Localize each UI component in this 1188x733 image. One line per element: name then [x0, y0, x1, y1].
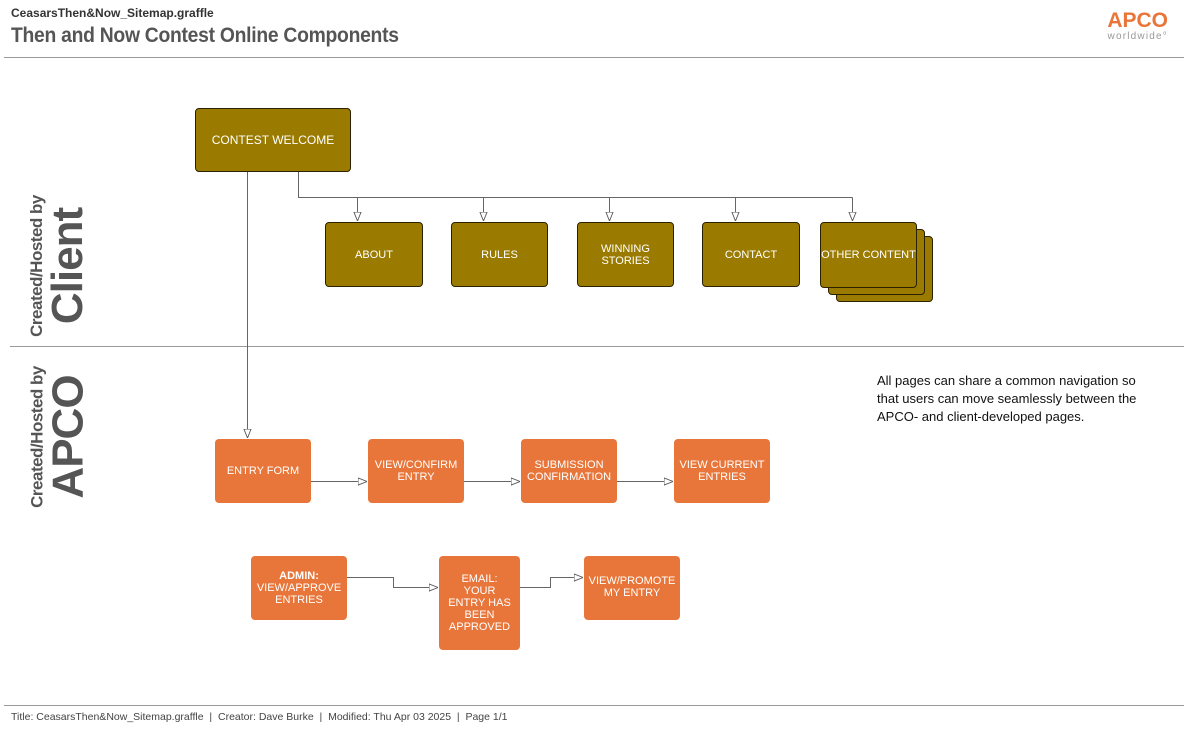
submission-confirmation-label: SUBMISSION CONFIRMATION — [526, 459, 612, 483]
header-divider — [4, 57, 1184, 58]
entry-form-node[interactable]: ENTRY FORM — [215, 439, 311, 503]
lane-divider — [10, 346, 1184, 347]
contact-node[interactable]: CONTACT — [702, 222, 800, 287]
rules-node[interactable]: RULES — [451, 222, 548, 287]
view-confirm-entry-node[interactable]: VIEW/CONFIRM ENTRY — [368, 439, 464, 503]
other-content-node[interactable]: OTHER CONTENT — [820, 222, 917, 288]
logo-tagline: worldwide° — [1107, 31, 1168, 42]
view-promote-entry-node[interactable]: VIEW/PROMOTE MY ENTRY — [584, 556, 680, 620]
contest-welcome-label: CONTEST WELCOME — [211, 133, 335, 147]
admin-label: ADMIN: — [279, 570, 319, 582]
footer-metadata: Title: CeasarsThen&Now_Sitemap.graffle |… — [11, 711, 508, 723]
entry-form-label: ENTRY FORM — [226, 465, 300, 477]
view-current-entries-node[interactable]: VIEW CURRENT ENTRIES — [674, 439, 770, 503]
view-promote-entry-label: VIEW/PROMOTE MY ENTRY — [588, 575, 676, 599]
footer-divider — [4, 705, 1184, 706]
view-confirm-entry-label: VIEW/CONFIRM ENTRY — [374, 459, 458, 483]
logo-wordmark: APCO — [1107, 9, 1168, 32]
apco-logo: APCO worldwide° — [1096, 10, 1168, 42]
about-node[interactable]: ABOUT — [325, 222, 423, 287]
contest-welcome-node[interactable]: CONTEST WELCOME — [195, 108, 351, 172]
winning-stories-label: WINNING STORIES — [601, 242, 650, 267]
contact-label: CONTACT — [724, 248, 778, 261]
email-approved-node[interactable]: EMAIL: YOUR ENTRY HAS BEEN APPROVED — [439, 556, 520, 650]
other-content-label: OTHER CONTENT — [821, 249, 916, 261]
navigation-note: All pages can share a common navigation … — [877, 373, 1137, 424]
submission-confirmation-node[interactable]: SUBMISSION CONFIRMATION — [521, 439, 617, 503]
document-filename: CeasarsThen&Now_Sitemap.graffle — [11, 6, 214, 20]
winning-stories-node[interactable]: WINNING STORIES — [577, 222, 674, 287]
admin-approve-node[interactable]: ADMIN: VIEW/APPROVE ENTRIES — [251, 556, 347, 620]
admin-approve-label: VIEW/APPROVE ENTRIES — [256, 582, 342, 606]
view-current-entries-label: VIEW CURRENT ENTRIES — [679, 459, 765, 483]
about-label: ABOUT — [355, 248, 393, 261]
page-title: Then and Now Contest Online Components — [11, 24, 399, 47]
email-approved-label: EMAIL: YOUR ENTRY HAS BEEN APPROVED — [448, 573, 511, 633]
rules-label: RULES — [481, 248, 518, 261]
